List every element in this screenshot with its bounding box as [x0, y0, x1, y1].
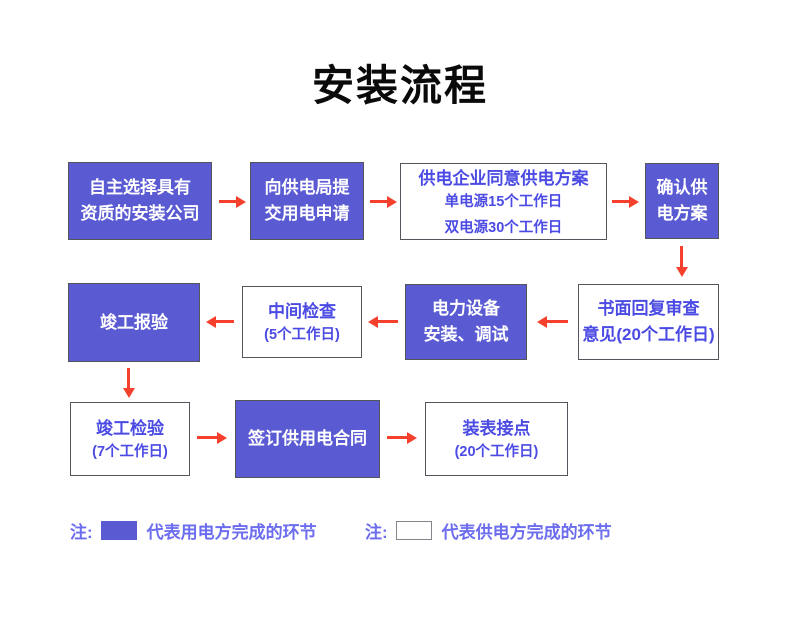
legend-user-side-label: 代表用电方完成的环节	[146, 523, 317, 542]
node-meter-connection-line2: (20个工作日)	[454, 444, 539, 460]
node-sign-contract-line1: 签订供用电合同	[248, 429, 367, 448]
node-equipment-install: 电力设备 安装、调试	[405, 284, 527, 360]
node-written-reply: 书面回复审查 意见(20个工作日)	[578, 284, 719, 360]
node-utility-agree-plan-title: 供电企业同意供电方案	[418, 168, 589, 188]
legend-user-side-prefix: 注:	[70, 523, 93, 542]
node-choose-company-line1: 自主选择具有	[89, 178, 191, 197]
node-choose-company-line2: 资质的安装公司	[80, 204, 200, 223]
node-written-reply-line2: 意见(20个工作日)	[582, 325, 715, 344]
legend-user-side: 注: 代表用电方完成的环节	[70, 518, 317, 543]
arrow-interim-to-report	[215, 320, 234, 323]
legend-supplier-side: 注: 代表供电方完成的环节	[365, 518, 612, 543]
node-confirm-plan-line2: 电方案	[656, 204, 708, 223]
node-interim-inspection-line2: (5个工作日)	[264, 327, 340, 343]
node-utility-agree-plan: 供电企业同意供电方案 单电源15个工作日 双电源30个工作日	[400, 163, 607, 240]
node-completion-report: 竣工报验	[68, 283, 200, 362]
node-confirm-plan: 确认供 电方案	[645, 163, 719, 239]
arrow-confirm-to-reply	[680, 246, 683, 268]
node-choose-company: 自主选择具有 资质的安装公司	[68, 162, 212, 240]
node-submit-application: 向供电局提 交用电申请	[250, 162, 364, 240]
arrow-inspection-to-contract	[197, 436, 218, 439]
node-equipment-install-line1: 电力设备	[432, 299, 500, 318]
node-written-reply-line1: 书面回复审查	[597, 299, 700, 318]
arrow-submit-to-agree	[370, 200, 388, 203]
legend-supplier-side-swatch	[395, 521, 432, 540]
arrow-contract-to-meter	[387, 436, 408, 439]
arrow-install-to-interim	[377, 320, 398, 323]
node-completion-report-line1: 竣工报验	[100, 312, 168, 332]
arrow-agree-to-confirm	[612, 200, 630, 203]
arrow-report-to-inspection	[127, 368, 130, 389]
node-completion-inspection-line2: (7个工作日)	[92, 444, 168, 460]
page-title: 安装流程	[311, 62, 488, 109]
node-completion-inspection: 竣工检验 (7个工作日)	[70, 402, 190, 476]
legend-supplier-side-label: 代表供电方完成的环节	[441, 523, 612, 542]
node-meter-connection-line1: 装表接点	[462, 419, 531, 438]
node-equipment-install-line2: 安装、调试	[423, 325, 509, 344]
node-sign-contract: 签订供用电合同	[235, 400, 380, 478]
node-completion-inspection-line1: 竣工检验	[96, 419, 164, 438]
node-submit-application-line2: 交用电申请	[264, 204, 350, 223]
node-submit-application-line1: 向供电局提	[264, 178, 350, 197]
arrow-choose-to-submit	[219, 200, 237, 203]
node-meter-connection: 装表接点 (20个工作日)	[425, 402, 568, 476]
node-utility-agree-plan-single-source: 单电源15个工作日	[444, 193, 563, 210]
node-utility-agree-plan-dual-source: 双电源30个工作日	[444, 219, 563, 236]
arrow-reply-to-install	[546, 320, 568, 323]
legend-supplier-side-prefix: 注:	[365, 523, 388, 542]
node-interim-inspection-line1: 中间检查	[268, 302, 336, 321]
node-confirm-plan-line1: 确认供	[656, 178, 708, 197]
legend-user-side-swatch	[100, 521, 137, 540]
node-interim-inspection: 中间检查 (5个工作日)	[242, 286, 362, 358]
